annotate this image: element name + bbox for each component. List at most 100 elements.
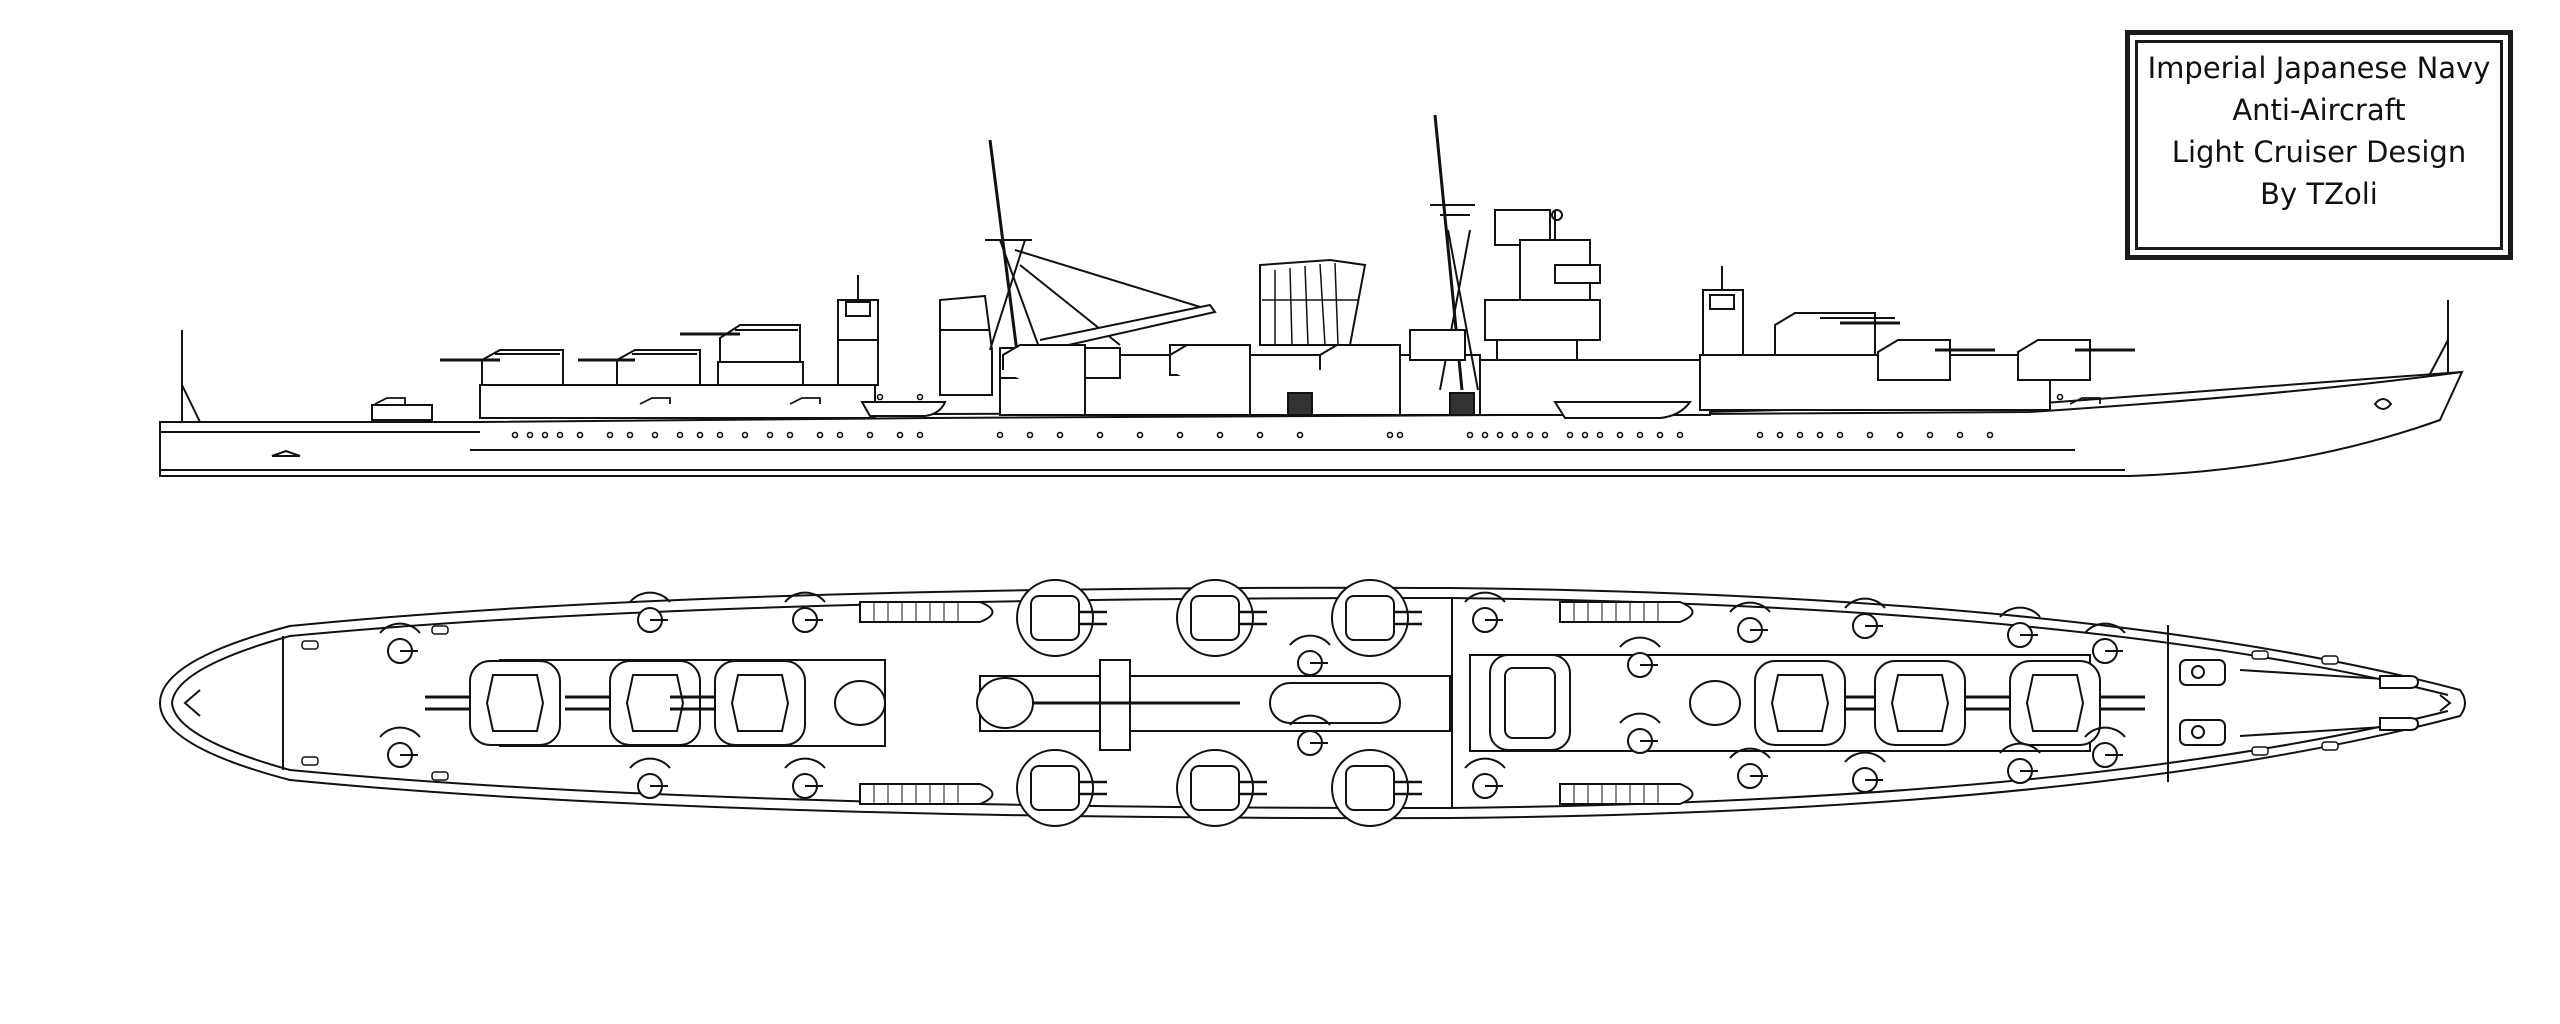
side-profile-view <box>159 114 2464 477</box>
porthole <box>1566 431 1574 439</box>
forward-director <box>1702 266 1744 356</box>
mount-housing <box>1190 595 1240 641</box>
porthole <box>716 431 724 439</box>
boat-hull <box>1559 783 1694 805</box>
aa-gun <box>629 757 671 799</box>
forward-boat <box>1553 401 1692 419</box>
porthole <box>1511 431 1519 439</box>
mount-housing <box>1030 595 1080 641</box>
forward-superstructure <box>1699 354 2051 411</box>
porthole <box>1676 431 1684 439</box>
catapult-track <box>976 677 1240 729</box>
aa-gun-shield <box>2084 726 2126 738</box>
porthole <box>1396 431 1404 439</box>
bow-emblem <box>2373 398 2393 410</box>
aft-director <box>837 275 879 386</box>
porthole-upper <box>916 393 924 401</box>
porthole <box>786 431 794 439</box>
dark-hatch-2 <box>1449 392 1475 416</box>
turret-roof <box>625 674 685 732</box>
porthole <box>626 431 634 439</box>
porthole <box>1096 431 1104 439</box>
bollards-plan <box>301 625 2339 781</box>
twin-mount <box>1176 749 1267 827</box>
funnels-plan <box>834 659 1741 751</box>
porthole <box>1526 431 1534 439</box>
aa-gun-shield <box>1729 601 1771 613</box>
porthole <box>866 431 874 439</box>
porthole <box>1816 431 1824 439</box>
turret-roof <box>1770 674 1830 732</box>
porthole <box>1216 431 1224 439</box>
main-turret <box>670 660 806 746</box>
forward-funnel <box>1259 258 1367 346</box>
turret-roof <box>1890 674 1950 732</box>
mount-housing <box>1030 765 1080 811</box>
porthole <box>1986 431 1994 439</box>
boat <box>1559 601 1694 623</box>
boat-hull <box>859 783 994 805</box>
twin-mount <box>1176 579 1267 657</box>
aa-gun <box>1729 601 1771 643</box>
aa-gun <box>629 591 671 633</box>
boat <box>1559 783 1694 805</box>
aft-boat <box>860 401 947 417</box>
title-block: Imperial Japanese Navy Anti-Aircraft Lig… <box>2125 30 2513 260</box>
boat <box>859 601 994 623</box>
porthole <box>836 431 844 439</box>
turret-a <box>2017 339 2135 381</box>
porthole <box>696 431 704 439</box>
stern-mark <box>271 449 301 457</box>
aa-gun <box>1999 742 2041 784</box>
porthole <box>1616 431 1624 439</box>
stern-rigging <box>181 384 201 423</box>
porthole <box>1026 431 1034 439</box>
porthole <box>1636 431 1644 439</box>
bollard <box>431 771 449 781</box>
aa-gun-shield <box>784 757 826 769</box>
aa-gun-shield <box>1844 597 1886 609</box>
dark-hatch-1 <box>1287 392 1313 416</box>
porthole <box>1481 431 1489 439</box>
bow-chevron <box>2439 694 2452 712</box>
aa-mounts-plan <box>379 579 2126 827</box>
porthole <box>1926 431 1934 439</box>
bollard <box>2251 746 2269 756</box>
top-plan-view <box>158 579 2466 827</box>
porthole <box>1756 431 1764 439</box>
aa-gun-shield <box>1844 751 1886 763</box>
bollard <box>2321 655 2339 665</box>
aa-gun-shield <box>1464 591 1506 603</box>
porthole <box>511 431 519 439</box>
aa-gun <box>1619 636 1661 678</box>
mount-housing <box>1190 765 1240 811</box>
porthole <box>1466 431 1474 439</box>
porthole <box>526 431 534 439</box>
aa-gun-shield <box>379 726 421 738</box>
aa-gun <box>1464 591 1506 633</box>
aft-deckhouse <box>479 384 876 419</box>
aa-gun-shield <box>1289 714 1331 726</box>
aa-gun-shield <box>1619 636 1661 648</box>
boat <box>859 783 994 805</box>
aa-gun-shield <box>1464 757 1506 769</box>
porthole <box>1956 431 1964 439</box>
aa-gun-shield <box>2084 622 2126 634</box>
boat-hull <box>859 601 994 623</box>
funnel-grille <box>1262 262 1358 346</box>
bollard <box>2251 650 2269 660</box>
turret-x <box>440 349 564 386</box>
aa-mounts-side <box>1002 344 1401 415</box>
main-mast <box>985 139 1211 361</box>
turret-b <box>1877 339 1995 381</box>
porthole <box>1136 431 1144 439</box>
twin-mount <box>1016 749 1107 827</box>
aa-gun <box>1844 597 1886 639</box>
porthole <box>1256 431 1264 439</box>
bollard <box>2321 741 2339 751</box>
aa-gun-shield <box>379 622 421 634</box>
aa-gun <box>2084 726 2126 768</box>
aft-funnel <box>939 294 993 396</box>
main-turret <box>1874 660 2010 746</box>
twin-mount <box>1331 749 1422 827</box>
